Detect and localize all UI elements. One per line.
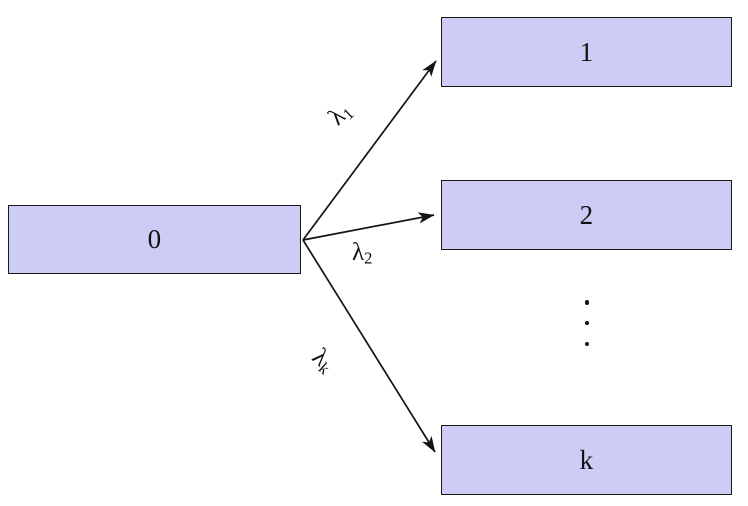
ellipsis-dot [584,341,590,346]
edge-label-lambda-2-symbol: λ [352,239,365,266]
edge-label-lambda-k: λk [306,343,339,378]
vertical-ellipsis-icon [580,300,594,346]
ellipsis-dot [584,320,590,326]
node-target-1[interactable]: 1 [441,17,732,87]
edge-lambda-2-line [302,212,435,241]
node-source-0[interactable]: 0 [8,205,301,274]
node-source-label: 0 [147,224,162,254]
node-target-k[interactable]: k [441,425,732,495]
edge-label-lambda-2-subscript: 2 [364,248,373,268]
node-target-2-label: 2 [579,199,594,230]
edge-label-lambda-2: λ2 [352,240,372,267]
node-target-k-label: k [579,444,594,475]
ellipsis-dot [584,300,590,305]
edge-lambda-1-line [302,60,437,241]
node-target-2[interactable]: 2 [441,180,732,250]
edge-label-lambda-1: λ1 [323,98,358,132]
node-target-1-label: 1 [579,36,594,67]
